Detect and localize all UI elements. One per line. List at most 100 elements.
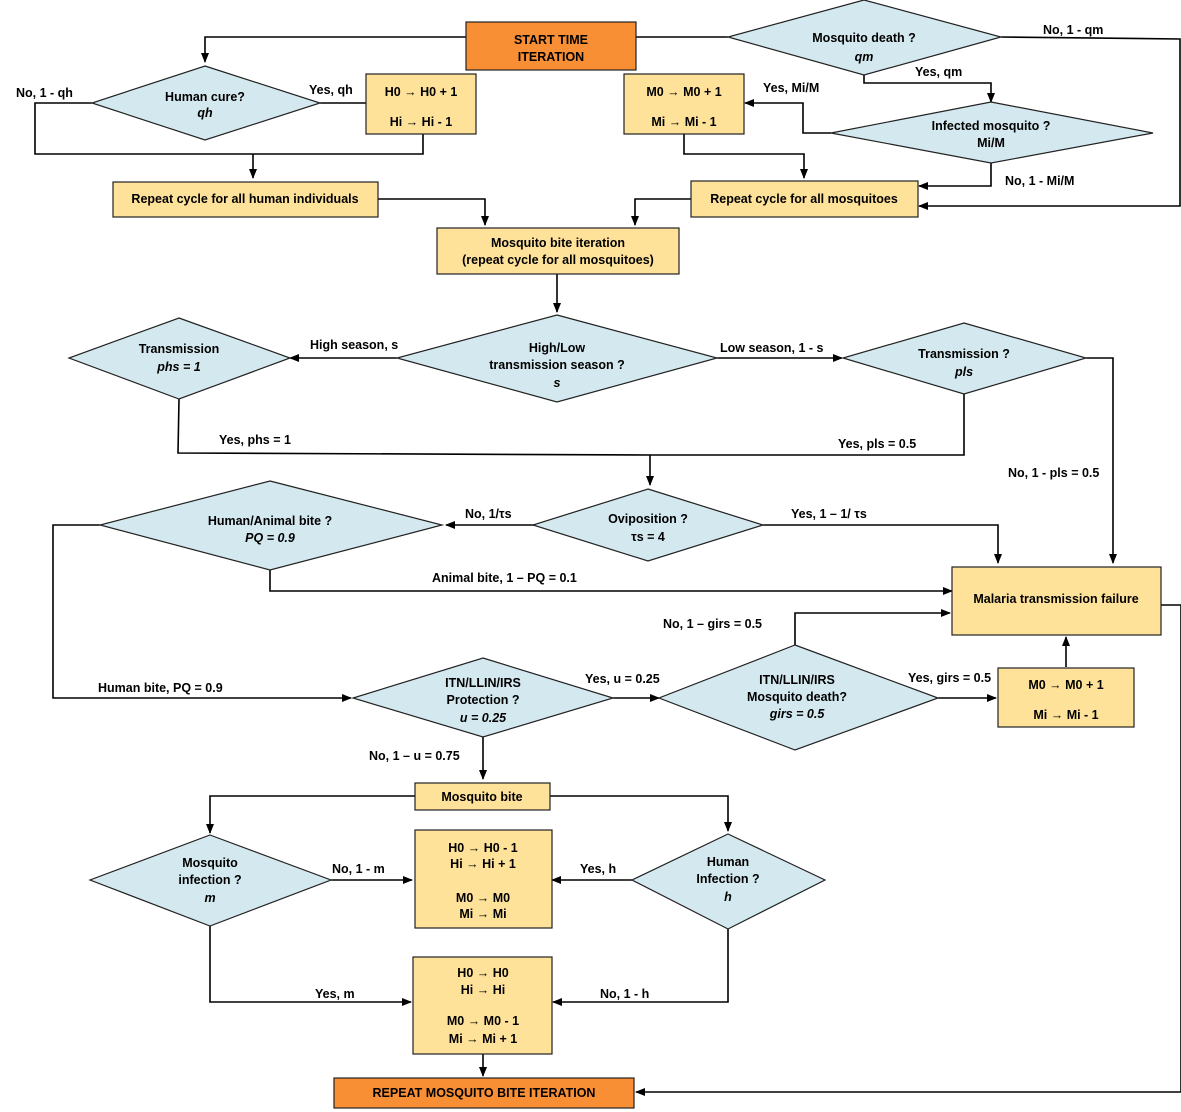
oviposition-question: Oviposition ?	[608, 512, 688, 526]
human-animal-question: Human/Animal bite ?	[208, 514, 332, 528]
itn-protection-decision: ITN/LLIN/IRS Protection ? u = 0.25	[350, 657, 616, 738]
mi-update-2: Mi → Mi - 1	[1033, 708, 1098, 722]
mosquito-death-decision: Mosquito death ? qm	[725, 0, 1004, 76]
mosquito-infection-param: m	[204, 891, 215, 905]
transmission-low-decision: Transmission ? pls	[840, 322, 1089, 395]
edge-label-high-season: High season, s	[310, 338, 398, 352]
outcome-1-hi: Hi → Hi + 1	[450, 857, 516, 871]
svg-text:START TIME: START TIME	[514, 33, 588, 47]
infected-mosquito-question: Infected mosquito ?	[932, 119, 1051, 133]
edge-label-no-1-mi-m: No, 1 - Mi/M	[1005, 174, 1074, 188]
edge-label-yes-qm: Yes, qm	[915, 65, 962, 79]
season-line-2: transmission season ?	[489, 358, 624, 372]
infected-mosquito-param: Mi/M	[977, 136, 1005, 150]
itn-mosquito-death-update-box: M0 → M0 + 1 Mi → Mi - 1	[997, 667, 1135, 728]
edge-label-no-1-qh: No, 1 - qh	[16, 86, 73, 100]
season-line-1: High/Low	[529, 341, 586, 355]
outcome-2-m0: M0 → M0 - 1	[447, 1014, 519, 1028]
human-infection-outcome-box: H0 → H0 - 1 Hi → Hi + 1 M0 → M0 Mi → Mi	[414, 829, 553, 929]
human-recovery-update-box: H0 → H0 + 1 Hi → Hi - 1	[365, 73, 477, 135]
edge-label-animal-bite: Animal bite, 1 – PQ = 0.1	[432, 571, 577, 585]
edge-label-yes-qh: Yes, qh	[309, 83, 353, 97]
human-animal-param: PQ = 0.9	[245, 531, 295, 545]
human-infection-decision: Human Infection ? h	[630, 833, 827, 930]
itn-death-line-1: ITN/LLIN/IRS	[759, 673, 835, 687]
mosquito-infection-line-1: Mosquito	[182, 856, 238, 870]
edges	[34, 36, 1181, 1096]
edge-label-yes-girs: Yes, girs = 0.5	[908, 671, 991, 685]
transmission-low-param: pls	[954, 365, 973, 379]
human-infection-line-2: Infection ?	[696, 872, 759, 886]
human-cure-question: Human cure?	[165, 90, 245, 104]
mosquito-infection-line-2: infection ?	[178, 873, 241, 887]
itn-death-param: girs = 0.5	[769, 707, 826, 721]
mosquito-bite-box: Mosquito bite	[414, 782, 551, 811]
edge-label-no-1-h: No, 1 - h	[600, 987, 649, 1001]
h0-update: H0 → H0 + 1	[385, 85, 458, 99]
repeat-mosquitoes-box: Repeat cycle for all mosquitoes	[690, 180, 919, 218]
edge-label-yes-1-tau: Yes, 1 – 1/ τs	[791, 507, 867, 521]
mosquito-bite-label: Mosquito bite	[441, 790, 522, 804]
itn-protection-line-1: ITN/LLIN/IRS	[445, 676, 521, 690]
outcome-1-mi: Mi → Mi	[459, 907, 506, 921]
edge-label-no-1-tau: No, 1/τs	[465, 507, 512, 521]
outcome-1-m0: M0 → M0	[456, 891, 510, 905]
outcome-1-h0: H0 → H0 - 1	[448, 841, 518, 855]
itn-death-line-2: Mosquito death?	[747, 690, 847, 704]
edge-label-yes-phs: Yes, phs = 1	[219, 433, 291, 447]
outcome-2-mi: Mi → Mi + 1	[449, 1032, 517, 1046]
transmission-high-question: Transmission	[139, 342, 220, 356]
oviposition-param: τs = 4	[631, 530, 665, 544]
transmission-season-decision: High/Low transmission season ? s	[394, 314, 720, 403]
failure-label: Malaria transmission failure	[973, 592, 1138, 606]
edge-label-yes-m: Yes, m	[315, 987, 355, 1001]
mosquito-infection-outcome-box: H0 → H0 Hi → Hi M0 → M0 - 1 Mi → Mi + 1	[412, 956, 553, 1055]
infected-mosquito-decision: Infected mosquito ? Mi/M	[830, 101, 1154, 164]
bite-iteration-subtitle: (repeat cycle for all mosquitoes)	[462, 253, 654, 267]
human-cure-decision: Human cure? qh	[90, 65, 322, 141]
repeat-humans-label: Repeat cycle for all human individuals	[131, 192, 358, 206]
malaria-transmission-failure-box: Malaria transmission failure	[951, 566, 1162, 636]
edge-label-low-season: Low season, 1 - s	[720, 341, 824, 355]
itn-mosquito-death-decision: ITN/LLIN/IRS Mosquito death? girs = 0.5	[657, 644, 940, 751]
mosquito-death-update-box: M0 → M0 + 1 Mi → Mi - 1	[623, 73, 745, 135]
edge-label-yes-pls: Yes, pls = 0.5	[838, 437, 916, 451]
transmission-low-question: Transmission ?	[918, 347, 1010, 361]
mi-update: Mi → Mi - 1	[651, 115, 716, 129]
start-time-iteration-node: START TIME ITERATION	[465, 21, 637, 71]
edge-label-yes-mi-m: Yes, Mi/M	[763, 81, 819, 95]
edge-label-yes-u: Yes, u = 0.25	[585, 672, 660, 686]
outcome-2-h0: H0 → H0	[457, 966, 508, 980]
human-animal-bite-decision: Human/Animal bite ? PQ = 0.9	[97, 480, 445, 571]
human-infection-param: h	[724, 890, 732, 904]
oviposition-decision: Oviposition ? τs = 4	[530, 488, 766, 562]
edge-label-no-1-u: No, 1 – u = 0.75	[369, 749, 460, 763]
mosquito-death-question: Mosquito death ?	[812, 31, 915, 45]
outcome-2-hi: Hi → Hi	[461, 983, 505, 997]
edge-label-no-1-pls: No, 1 - pls = 0.5	[1008, 466, 1099, 480]
mosquito-death-param: qm	[855, 50, 874, 64]
mosquito-infection-decision: Mosquito infection ? m	[88, 834, 333, 927]
mosquito-bite-iteration-box: Mosquito bite iteration (repeat cycle fo…	[436, 227, 680, 275]
transmission-high-param: phs = 1	[156, 360, 200, 374]
edge-label-yes-h: Yes, h	[580, 862, 616, 876]
hi-update: Hi → Hi - 1	[390, 115, 453, 129]
repeat-mosquito-bite-iteration-node: REPEAT MOSQUITO BITE ITERATION	[333, 1077, 635, 1109]
repeat-humans-box: Repeat cycle for all human individuals	[112, 181, 379, 218]
repeat-bite-label: REPEAT MOSQUITO BITE ITERATION	[373, 1086, 596, 1100]
edge-label-no-1-girs: No, 1 – girs = 0.5	[663, 617, 762, 631]
human-infection-line-1: Human	[707, 855, 749, 869]
season-param: s	[554, 376, 561, 390]
m0-update-2: M0 → M0 + 1	[1028, 678, 1103, 692]
bite-iteration-title: Mosquito bite iteration	[491, 236, 625, 250]
human-cure-param: qh	[197, 106, 213, 120]
edge-labels: No, 1 - qm Yes, qm Yes, Mi/M No, 1 - Mi/…	[16, 23, 1103, 1001]
edge-label-no-1-qm: No, 1 - qm	[1043, 23, 1103, 37]
m0-update: M0 → M0 + 1	[646, 85, 721, 99]
edge-label-human-bite: Human bite, PQ = 0.9	[98, 681, 223, 695]
edge-label-no-1-m: No, 1 - m	[332, 862, 385, 876]
transmission-high-decision: Transmission phs = 1	[67, 317, 292, 400]
itn-protection-line-2: Protection ?	[447, 693, 520, 707]
repeat-mosquitoes-label: Repeat cycle for all mosquitoes	[710, 192, 898, 206]
